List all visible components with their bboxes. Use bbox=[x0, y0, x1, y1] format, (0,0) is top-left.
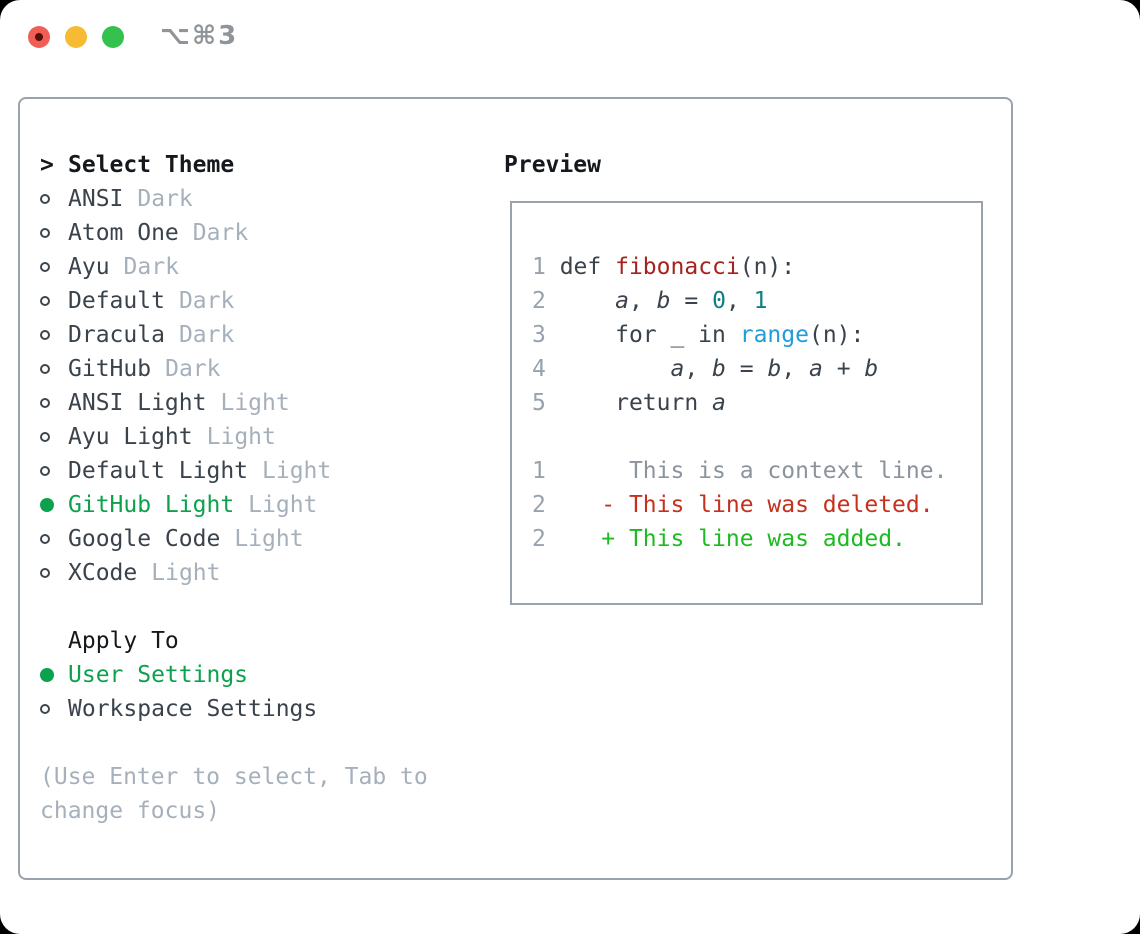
section-title: Select Theme bbox=[68, 152, 235, 178]
preview-pane: 1 def fibonacci(n): 2 a, b = 0, 1 3 for … bbox=[510, 201, 983, 605]
titlebar: ⌥⌘3 bbox=[0, 0, 1140, 74]
cursor-arrow-icon: > bbox=[40, 152, 54, 178]
select-theme-header: > Select Theme bbox=[40, 148, 460, 182]
close-dot-icon bbox=[35, 33, 43, 41]
radio-icon bbox=[40, 262, 68, 272]
apply-option-user-settings[interactable]: User Settings bbox=[40, 658, 460, 692]
radio-icon bbox=[40, 296, 68, 306]
code-line: 1 def fibonacci(n): bbox=[532, 254, 796, 280]
radio-icon bbox=[40, 704, 68, 714]
close-button[interactable] bbox=[28, 26, 50, 48]
radio-icon bbox=[40, 432, 68, 442]
preview-title: Preview bbox=[504, 152, 601, 178]
diff-context-line: 1 This is a context line. bbox=[532, 458, 948, 484]
code-line: 2 a, b = 0, 1 bbox=[532, 288, 768, 314]
code-line: 5 return a bbox=[532, 390, 726, 416]
radio-icon bbox=[40, 568, 68, 578]
zoom-button[interactable] bbox=[102, 26, 124, 48]
radio-selected-icon bbox=[40, 668, 68, 682]
apply-option-workspace-settings[interactable]: Workspace Settings bbox=[40, 692, 460, 726]
apply-to-header: Apply To bbox=[68, 628, 179, 654]
radio-selected-icon bbox=[40, 498, 68, 512]
radio-icon bbox=[40, 194, 68, 204]
minimize-button[interactable] bbox=[65, 26, 87, 48]
radio-icon bbox=[40, 228, 68, 238]
diff-deleted-line: 2 - This line was deleted. bbox=[532, 492, 934, 518]
radio-icon bbox=[40, 330, 68, 340]
radio-icon bbox=[40, 534, 68, 544]
radio-icon bbox=[40, 398, 68, 408]
code-line: 3 for _ in range(n): bbox=[532, 322, 865, 348]
radio-icon bbox=[40, 466, 68, 476]
keyboard-hint: (Use Enter to select, Tab to change focu… bbox=[40, 764, 428, 824]
window-title: ⌥⌘3 bbox=[160, 21, 239, 51]
radio-icon bbox=[40, 364, 68, 374]
diff-added-line: 2 + This line was added. bbox=[532, 526, 906, 552]
code-line: 4 a, b = b, a + b bbox=[532, 356, 879, 382]
